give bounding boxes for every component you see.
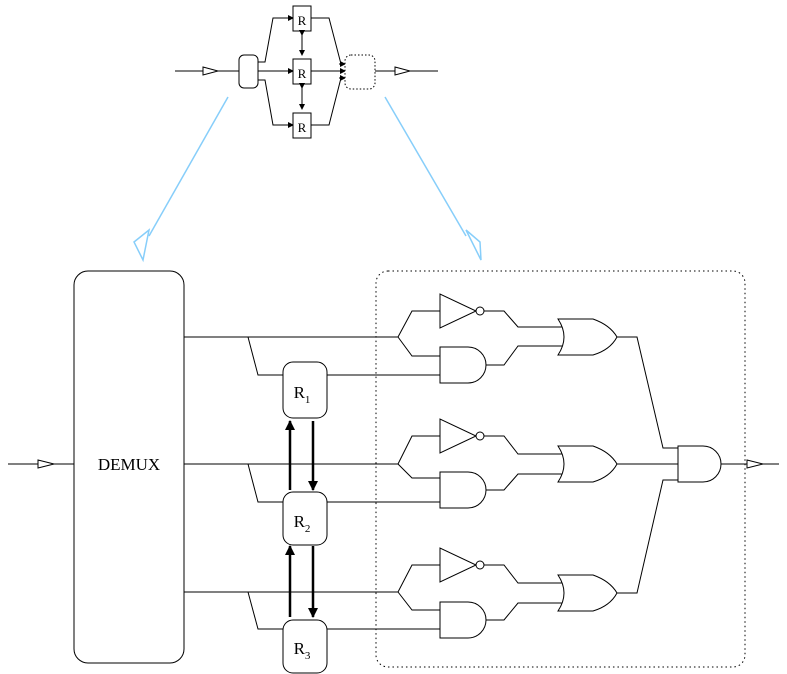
overview-wire-bottom — [258, 79, 289, 126]
overview-replica-label-mid: R — [298, 66, 307, 81]
wire-and2-or2 — [486, 473, 562, 491]
not-gate-3-icon — [439, 547, 478, 583]
overview-out-top — [311, 17, 342, 65]
wire-not2-or2 — [484, 435, 562, 455]
and-gate-3-icon — [439, 601, 487, 639]
register-label-r2: R2 — [294, 512, 311, 535]
register-label-r1: R1 — [294, 383, 311, 406]
wire-and3-or3 — [486, 602, 562, 621]
zoom-line-voter — [384, 96, 467, 237]
zoom-arrow-demux-icon — [133, 228, 151, 263]
wire-and1-a — [397, 336, 440, 357]
and-gate-2-icon — [439, 471, 487, 509]
overview-wire-top — [258, 17, 289, 63]
wire-and2-a — [397, 463, 440, 479]
overview-input-arrow-icon — [202, 66, 220, 76]
zoom-indicators — [133, 96, 482, 263]
zoom-arrow-voter-icon — [465, 229, 482, 261]
demux-label: DEMUX — [98, 455, 160, 474]
wire-r1-in — [247, 336, 283, 376]
register-r2-index: 2 — [305, 523, 311, 535]
wire-r2-in — [247, 463, 283, 503]
zoom-line-demux — [148, 96, 229, 237]
wire-or1-and-final — [617, 336, 678, 449]
wire-not2-in — [397, 435, 440, 465]
and-gate-final-icon — [677, 445, 722, 483]
overview-diagram — [175, 5, 438, 139]
register-r3 — [282, 619, 328, 674]
register-r2 — [282, 491, 328, 546]
overview-replica-label-top: R — [298, 13, 307, 28]
and-gate-1-icon — [439, 346, 487, 384]
detail-output-arrow-icon — [746, 459, 764, 469]
not-gate-2-icon — [439, 418, 478, 454]
or-gate-3-icon — [557, 574, 618, 612]
overview-output-arrow-icon — [394, 66, 412, 76]
overview-out-bottom — [311, 77, 342, 126]
register-r3-base: R — [294, 639, 306, 658]
register-r1 — [282, 361, 328, 419]
wire-not3-in — [397, 564, 440, 593]
wire-and3-a — [397, 591, 440, 611]
overview-demux-block — [238, 54, 259, 89]
overview-replica-label-bottom: R — [298, 120, 307, 135]
not-gate-1-icon — [439, 293, 478, 329]
register-r2-base: R — [294, 512, 306, 531]
demux-block — [73, 270, 185, 664]
wire-not1-or1 — [484, 310, 562, 328]
register-r1-base: R — [294, 383, 306, 402]
detail-circuit — [8, 270, 779, 674]
or-gate-1-icon — [557, 318, 618, 356]
wire-or3-and-final — [617, 479, 678, 594]
voter-region — [375, 270, 746, 668]
wire-not1-in — [397, 310, 440, 338]
register-r1-index: 1 — [305, 394, 311, 406]
wire-r3-in — [247, 591, 283, 630]
register-r3-index: 3 — [305, 650, 311, 662]
register-label-r3: R3 — [294, 639, 311, 662]
overview-voter-block — [344, 54, 376, 90]
wire-and1-or1 — [486, 345, 562, 366]
or-gate-2-icon — [557, 445, 618, 483]
detail-input-arrow-icon — [37, 459, 55, 469]
wire-not3-or3 — [484, 564, 562, 584]
